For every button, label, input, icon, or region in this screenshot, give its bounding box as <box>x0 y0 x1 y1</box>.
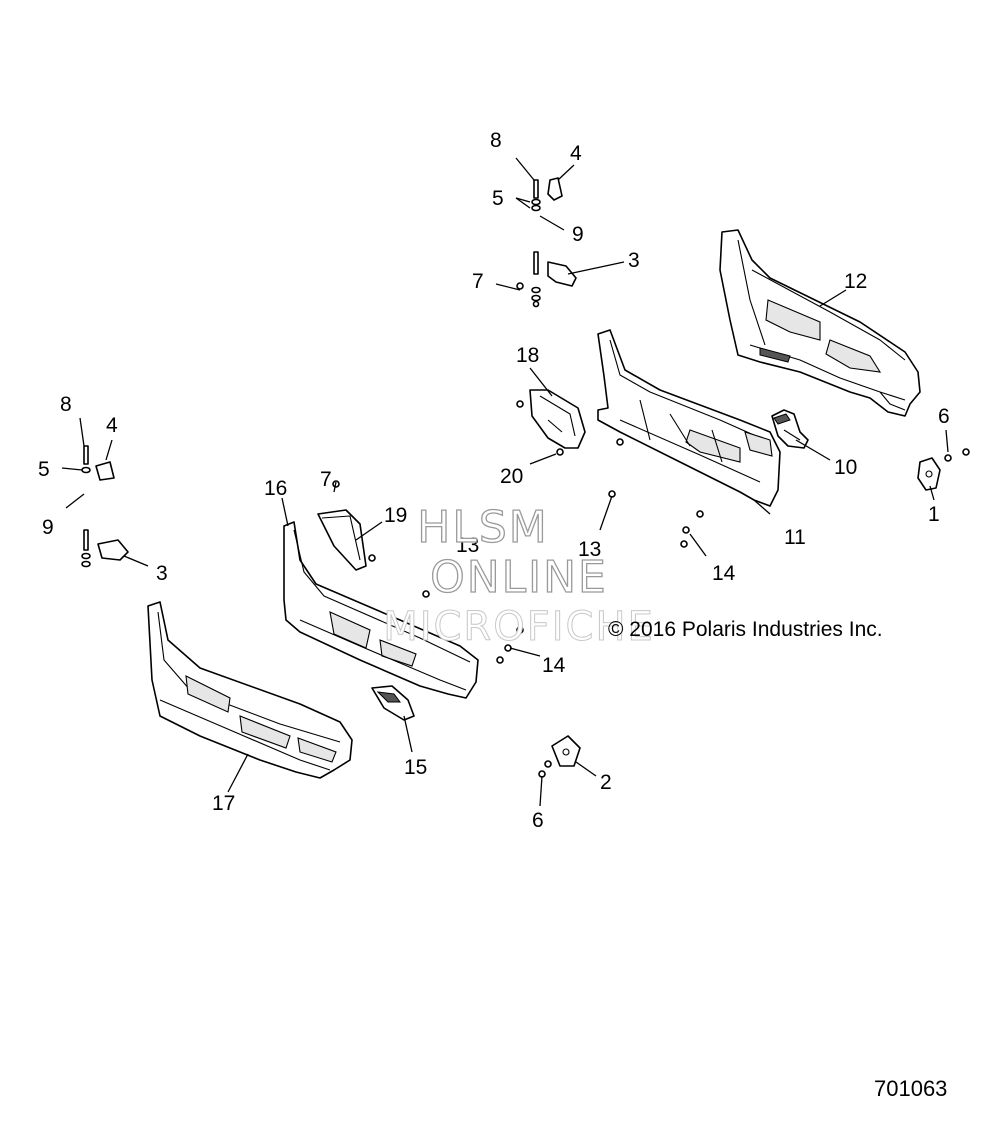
callout-10: 10 <box>834 456 857 479</box>
part-19-front-inner-panel <box>317 509 367 571</box>
callout-9-rear: 9 <box>572 223 584 246</box>
front-upper-hinge-hardware <box>81 445 129 568</box>
fasteners <box>332 282 970 778</box>
callout-3-front: 3 <box>156 562 168 585</box>
watermark-line-1: HLSM <box>417 501 549 553</box>
part-2-front-striker <box>551 735 581 767</box>
callout-7-front: 7 <box>320 468 332 491</box>
part-12-rear-door-panel <box>719 229 921 417</box>
callout-1: 1 <box>928 503 940 526</box>
callout-13-left: 13 <box>456 534 479 557</box>
part-18-rear-inner-panel <box>529 389 586 449</box>
part-16-front-door-frame <box>283 521 479 699</box>
callout-8-front: 8 <box>60 393 72 416</box>
callout-16: 16 <box>264 477 287 500</box>
callout-14-front: 14 <box>542 654 566 677</box>
callout-11: 11 <box>784 526 806 549</box>
part-10-rear-latch <box>771 409 809 449</box>
callout-7-rear: 7 <box>472 270 484 293</box>
callout-6-front: 6 <box>532 809 544 832</box>
callout-18: 18 <box>516 344 539 367</box>
callout-numbers: 8 4 5 9 7 3 12 18 6 10 1 20 11 13 14 8 4… <box>38 129 950 832</box>
callout-4-rear: 4 <box>570 142 582 165</box>
callout-4-front: 4 <box>106 414 118 437</box>
callout-5-rear: 5 <box>492 187 504 210</box>
callout-13-right: 13 <box>578 538 601 561</box>
callout-17: 17 <box>212 792 235 815</box>
callout-20: 20 <box>500 465 523 488</box>
copyright-notice: © 2016 Polaris Industries Inc. <box>608 618 883 641</box>
callout-9-front: 9 <box>42 516 54 539</box>
rear-upper-hinge-hardware <box>531 177 577 308</box>
callout-3-rear: 3 <box>628 249 640 272</box>
part-15-front-latch <box>371 685 415 721</box>
part-1-rear-striker <box>917 457 941 491</box>
callout-8-rear: 8 <box>490 129 502 152</box>
callout-2: 2 <box>600 771 612 794</box>
drawing-number: 701063 <box>874 1076 948 1101</box>
callout-15: 15 <box>404 756 427 779</box>
leader-lines <box>61 157 949 807</box>
part-11-rear-door-frame <box>597 329 781 507</box>
watermark-line-3: MICROFICHE <box>383 604 655 651</box>
callout-5-front: 5 <box>38 458 50 481</box>
callout-12: 12 <box>844 270 867 293</box>
callout-14-rear: 14 <box>712 562 736 585</box>
callout-19: 19 <box>384 504 407 527</box>
callout-6-rear: 6 <box>938 405 950 428</box>
watermark-line-2: ONLINE <box>429 551 608 603</box>
part-17-front-door-panel <box>147 601 353 779</box>
